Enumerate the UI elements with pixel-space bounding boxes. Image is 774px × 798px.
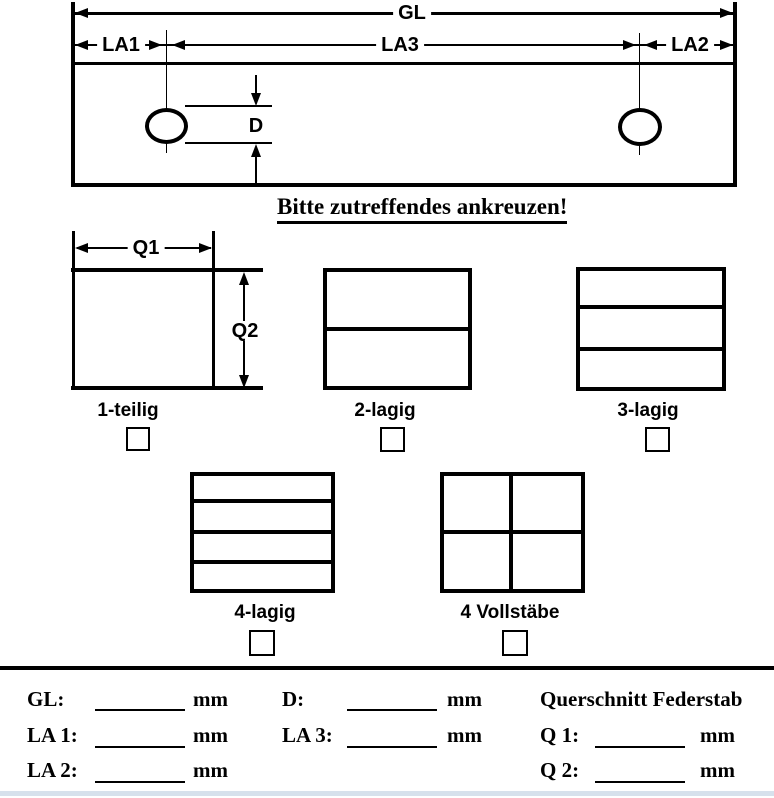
la3-dimension-label: LA3	[376, 35, 424, 55]
q2-dimension-label: Q2	[226, 321, 264, 341]
unit-label: mm	[193, 758, 228, 782]
arrowhead-right-icon	[720, 40, 733, 50]
unit-label: mm	[447, 723, 482, 747]
left-hole	[145, 108, 188, 144]
option-label: 1-teilig	[97, 400, 159, 421]
checkbox-3-lagig[interactable]	[645, 427, 670, 452]
q1-dimension-label: Q1	[127, 238, 165, 258]
layer-divider	[194, 499, 331, 503]
unit-label: mm	[193, 687, 228, 711]
field-label-la2: LA 2:	[27, 758, 78, 782]
bar-bottom-edge	[71, 183, 737, 187]
layer-divider	[580, 347, 722, 351]
checkbox-4-lagig[interactable]	[249, 630, 275, 656]
field-label-la3: LA 3:	[282, 723, 333, 747]
unit-label: mm	[447, 687, 482, 711]
arrowhead-down-icon	[251, 93, 261, 106]
layer-divider	[194, 530, 331, 534]
field-label-q2: Q 2:	[540, 758, 580, 782]
field-blank-la3[interactable]	[347, 746, 437, 748]
arrowhead-left-icon	[644, 40, 657, 50]
la1-dimension-label: LA1	[97, 35, 145, 55]
field-blank-q1[interactable]	[595, 746, 685, 748]
field-label-la1: LA 1:	[27, 723, 78, 747]
footer-band	[0, 791, 774, 796]
gl-dimension-label: GL	[393, 3, 431, 23]
checkbox-4-vollstaebe[interactable]	[502, 630, 528, 656]
field-label-gl: GL:	[27, 687, 65, 711]
right-hole-centerline	[639, 33, 640, 155]
left-extension-line	[71, 2, 75, 187]
arrowhead-left-icon	[75, 243, 88, 253]
field-blank-la1[interactable]	[95, 746, 185, 748]
layer-divider	[580, 305, 722, 309]
la2-dimension-label: LA2	[666, 35, 714, 55]
d-lower-arrow-line	[255, 156, 257, 185]
field-blank-q2[interactable]	[595, 781, 685, 783]
d-top-tangent-line	[185, 105, 272, 107]
arrowhead-right-icon	[623, 40, 636, 50]
field-label-q1: Q 1:	[540, 723, 580, 747]
d-bottom-tangent-line	[185, 142, 272, 144]
q1-right-extension-line	[212, 231, 215, 390]
arrowhead-left-icon	[75, 8, 88, 18]
layer-divider	[327, 327, 468, 331]
arrowhead-left-icon	[75, 40, 88, 50]
field-blank-la2[interactable]	[95, 781, 185, 783]
arrowhead-right-icon	[720, 8, 733, 18]
checkbox-1-teilig[interactable]	[126, 427, 150, 451]
layer-divider	[444, 530, 581, 534]
option-label: 4-lagig	[234, 602, 296, 623]
unit-label: mm	[700, 723, 735, 747]
form-separator-rule	[0, 666, 774, 670]
d-dimension-label: D	[243, 116, 269, 136]
square-bottom-edge	[71, 386, 263, 390]
arrowhead-up-icon	[251, 144, 261, 157]
right-hole	[618, 108, 662, 146]
arrowhead-left-icon	[172, 40, 185, 50]
unit-label: mm	[193, 723, 228, 747]
field-blank-d[interactable]	[347, 709, 437, 711]
field-label-d: D:	[282, 687, 305, 711]
section-square	[576, 267, 726, 391]
option-label: 2-lagig	[354, 400, 416, 421]
right-extension-line	[733, 2, 737, 187]
option-label: 3-lagig	[617, 400, 679, 421]
q1-left-extension-line	[72, 231, 75, 390]
arrowhead-right-icon	[199, 243, 212, 253]
option-label: 4 Vollstäbe	[460, 602, 560, 623]
arrowhead-down-icon	[239, 375, 249, 388]
unit-label: mm	[700, 758, 735, 782]
arrowhead-right-icon	[149, 40, 162, 50]
layer-divider	[194, 560, 331, 564]
square-top-edge	[71, 268, 263, 272]
form-section-heading: Querschnitt Federstab	[540, 687, 743, 711]
checkbox-2-lagig[interactable]	[380, 427, 405, 452]
field-blank-gl[interactable]	[95, 709, 185, 711]
page-heading: Bitte zutreffendes ankreuzen!	[277, 194, 568, 224]
arrowhead-up-icon	[239, 272, 249, 285]
d-upper-arrow-line	[255, 75, 257, 94]
left-hole-centerline	[166, 30, 167, 153]
bar-top-edge	[71, 62, 737, 65]
